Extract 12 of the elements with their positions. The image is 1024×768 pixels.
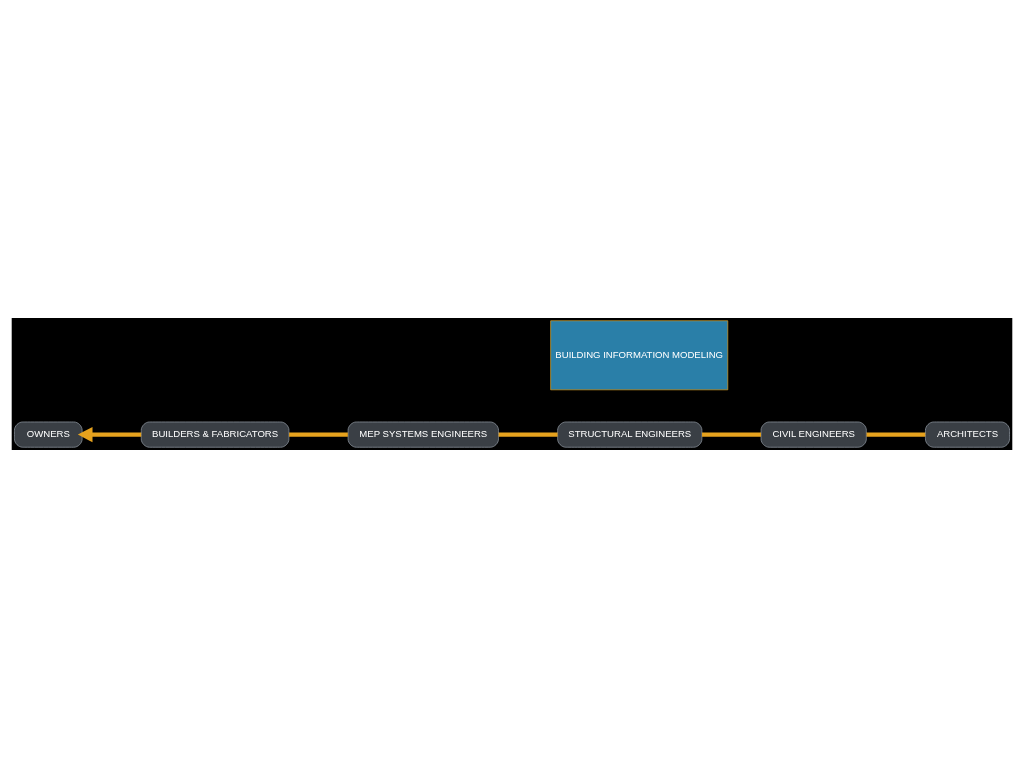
connector — [289, 432, 348, 437]
node-box: CIVIL ENGINEERS — [760, 421, 867, 448]
connector — [498, 432, 558, 437]
node-box: ARCHITECTS — [925, 421, 1010, 448]
node-box: BUILDERS & FABRICATORS — [140, 421, 290, 448]
node-box: BUILDING INFORMATION MODELING — [550, 320, 729, 391]
node-box: OWNERS — [14, 421, 83, 448]
node-box: STRUCTURAL ENGINEERS — [557, 421, 703, 448]
connector — [702, 432, 761, 437]
connector — [866, 432, 926, 437]
arrow — [77, 426, 142, 443]
node-box: MEP SYSTEMS ENGINEERS — [347, 421, 499, 448]
